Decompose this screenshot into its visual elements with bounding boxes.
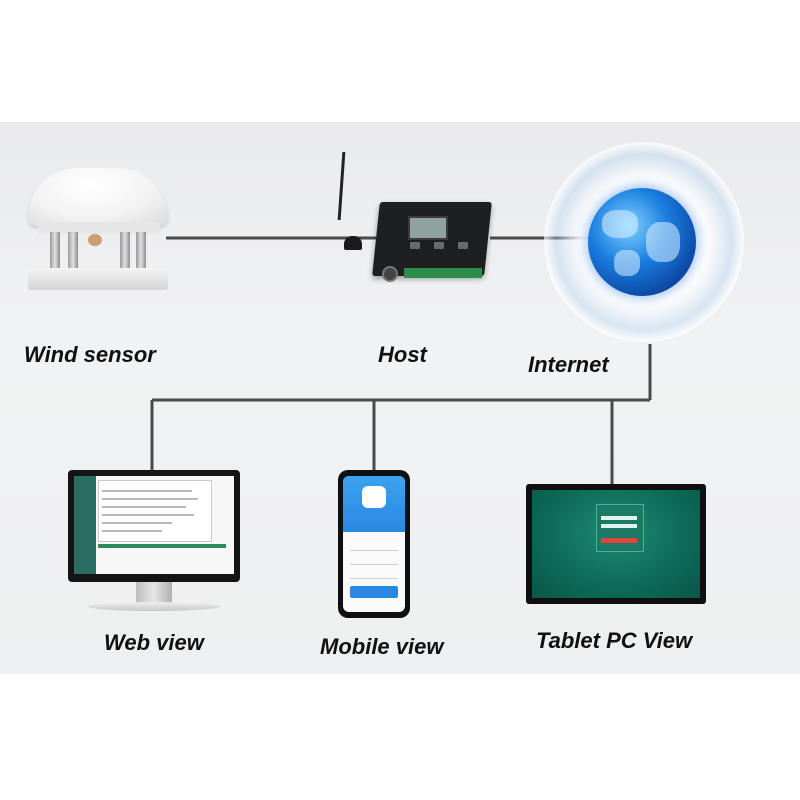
monitor-stand-foot [88,602,220,611]
phone-password-field [350,558,398,565]
mobile-view-label: Mobile view [320,634,444,659]
sensor-transducer [88,234,102,246]
web-view-label: Web view [104,630,204,655]
phone-app-logo [362,486,386,508]
wind-sensor-label: Wind sensor [24,342,156,367]
host-terminal-block [404,268,482,278]
sensor-upper-plate [38,222,160,234]
antenna-base [344,236,362,250]
sensor-dome [28,168,168,226]
monitor-stand-neck [136,582,172,604]
sensor-pillar [50,232,60,272]
internet-label: Internet [528,352,609,377]
sensor-pillar [68,232,78,272]
phone-server-field [350,572,398,579]
host-button [458,242,468,249]
host-button [410,242,420,249]
sensor-pillar [120,232,130,272]
sensor-base-plate [28,268,168,290]
tablet-view-label: Tablet PC View [536,628,693,653]
host-lcd [408,216,448,240]
monitor-table-header [98,544,226,548]
phone-login-button [350,586,398,598]
tablet-login-button [601,538,637,543]
monitor-sidebar [74,476,96,574]
sensor-pillar [136,232,146,272]
tablet-field [601,516,637,520]
tablet-field [601,524,637,528]
host-label: Host [378,342,427,367]
tablet-login-card [596,504,644,552]
phone-username-field [350,544,398,551]
host-button [434,242,444,249]
host-connector [382,266,398,282]
globe [588,188,696,296]
